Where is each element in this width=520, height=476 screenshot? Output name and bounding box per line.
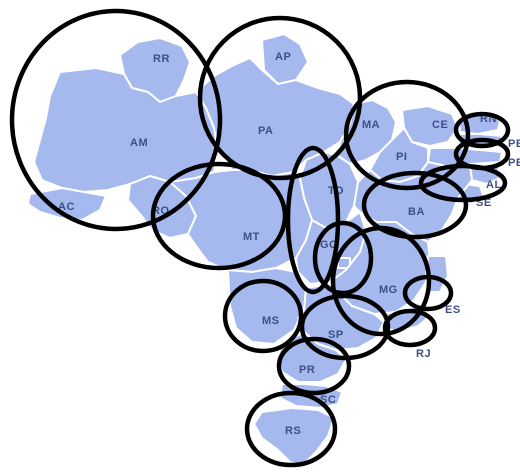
label-rs: RS (285, 425, 301, 437)
ring-mt (150, 161, 288, 271)
label-am: AM (130, 137, 148, 149)
label-mt: MT (243, 231, 260, 243)
label-ac: AC (58, 201, 75, 213)
ring-to (285, 145, 341, 295)
ring-rn (453, 111, 511, 149)
label-pe: PE (508, 157, 520, 169)
ring-es (402, 274, 454, 312)
label-go: GO (320, 239, 338, 251)
label-rr: RR (153, 53, 170, 65)
ring-go (312, 220, 374, 296)
state-ap[interactable] (261, 33, 309, 85)
ring-am (9, 8, 223, 232)
label-rj: RJ (416, 348, 431, 360)
label-pb: PB (508, 138, 520, 150)
ring-pr (276, 336, 352, 396)
state-am[interactable] (33, 67, 219, 193)
ring-ma (343, 79, 471, 191)
state-labels: RR AP AM PA MA CE RN PB PE AL SE PI AC R… (58, 51, 520, 437)
label-ma: MA (362, 119, 380, 131)
ring-ba (361, 170, 469, 240)
state-rs[interactable] (253, 407, 335, 467)
ring-rs (244, 390, 338, 468)
ring-rj (382, 308, 438, 348)
label-pr: PR (299, 364, 315, 376)
label-sp: SP (328, 329, 344, 341)
ring-sp (299, 293, 391, 361)
ring-mg (330, 225, 432, 337)
state-ac[interactable] (27, 187, 107, 221)
label-mg: MG (379, 284, 398, 296)
label-es: ES (445, 304, 461, 316)
label-ms: MS (262, 315, 280, 327)
highlight-rings (9, 8, 511, 468)
label-pi: PI (396, 151, 407, 163)
ring-pa (197, 15, 363, 181)
state-ma[interactable] (337, 99, 397, 165)
label-ap: AP (275, 51, 291, 63)
label-ba: BA (408, 206, 425, 218)
state-shapes (27, 33, 503, 467)
ring-al (418, 163, 508, 203)
label-ce: CE (432, 119, 448, 131)
label-pa: PA (258, 125, 273, 137)
label-al: AL (486, 179, 502, 191)
ring-ms (222, 278, 304, 354)
